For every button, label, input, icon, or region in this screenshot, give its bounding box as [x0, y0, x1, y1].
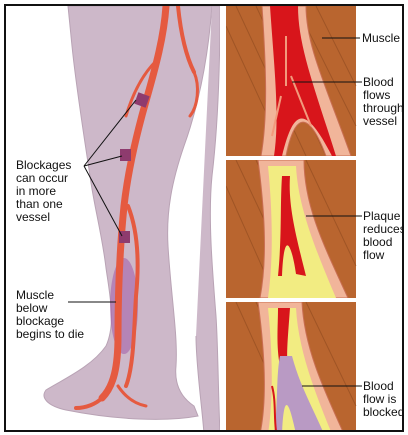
plaque-label: Plaque reduces blood flow	[363, 210, 404, 262]
muscle-die-label: Muscle below blockage begins to die	[16, 289, 84, 341]
muscle-label: Muscle	[362, 32, 400, 45]
panel-plaque-vessel	[226, 160, 356, 298]
panel-normal-vessel	[226, 6, 356, 156]
panel-blocked-vessel	[226, 302, 356, 432]
blood-flows-label: Blood flows through vessel	[363, 76, 404, 128]
blockages-label: Blockages can occur in more than one ves…	[16, 159, 71, 224]
diagram-frame: Blockages can occur in more than one ves…	[4, 4, 404, 432]
blocked-label: Blood flow is blocked	[363, 380, 404, 419]
blockage-2	[120, 149, 131, 161]
